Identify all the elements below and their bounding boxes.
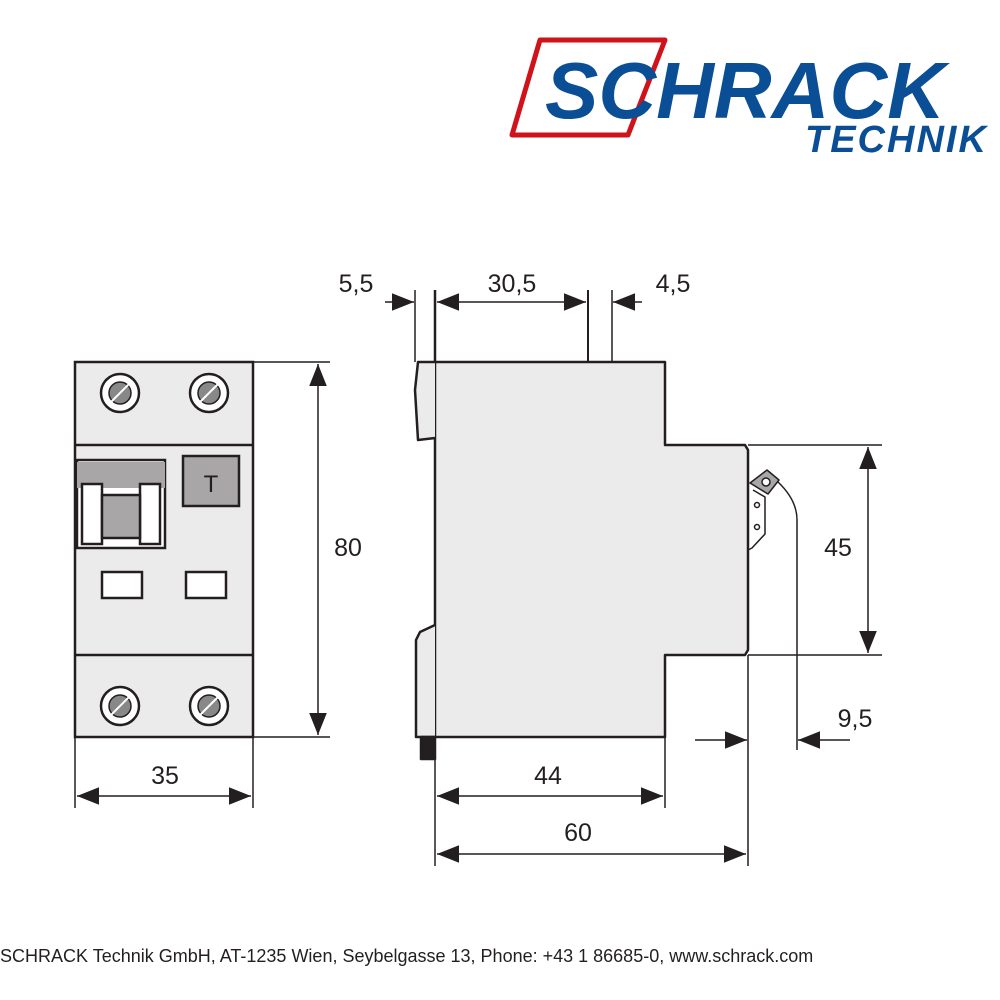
dim-height-label: 80 xyxy=(334,534,362,562)
dim-clip-label: 5,5 xyxy=(339,270,374,298)
dim-depth-total-label: 60 xyxy=(564,819,592,847)
test-button xyxy=(181,454,241,508)
dim-depth-body-label: 44 xyxy=(534,762,562,790)
dim-top-span-label: 30,5 xyxy=(488,270,537,298)
front-dimensions xyxy=(74,361,330,808)
terminal-clamp xyxy=(747,469,798,750)
terminal-screw-icon xyxy=(99,372,230,727)
front-view: T xyxy=(73,360,255,739)
test-button-label: T xyxy=(204,471,219,498)
toggle-lever xyxy=(75,458,167,550)
dim-top-gap-label: 4,5 xyxy=(656,270,691,298)
logo-sub-text: TECHNIK xyxy=(805,119,988,161)
dim-width-label: 35 xyxy=(151,762,179,790)
side-view xyxy=(413,290,798,761)
footer-contact: SCHRACK Technik GmbH, AT-1235 Wien, Seyb… xyxy=(0,946,814,966)
logo-brand-text: SCHRACK xyxy=(545,46,950,135)
dim-step-height-label: 45 xyxy=(824,534,852,562)
schrack-logo: SCHRACK TECHNIK xyxy=(509,37,988,161)
dim-front-offset-label: 9,5 xyxy=(838,705,873,733)
side-dimensions xyxy=(385,293,882,866)
